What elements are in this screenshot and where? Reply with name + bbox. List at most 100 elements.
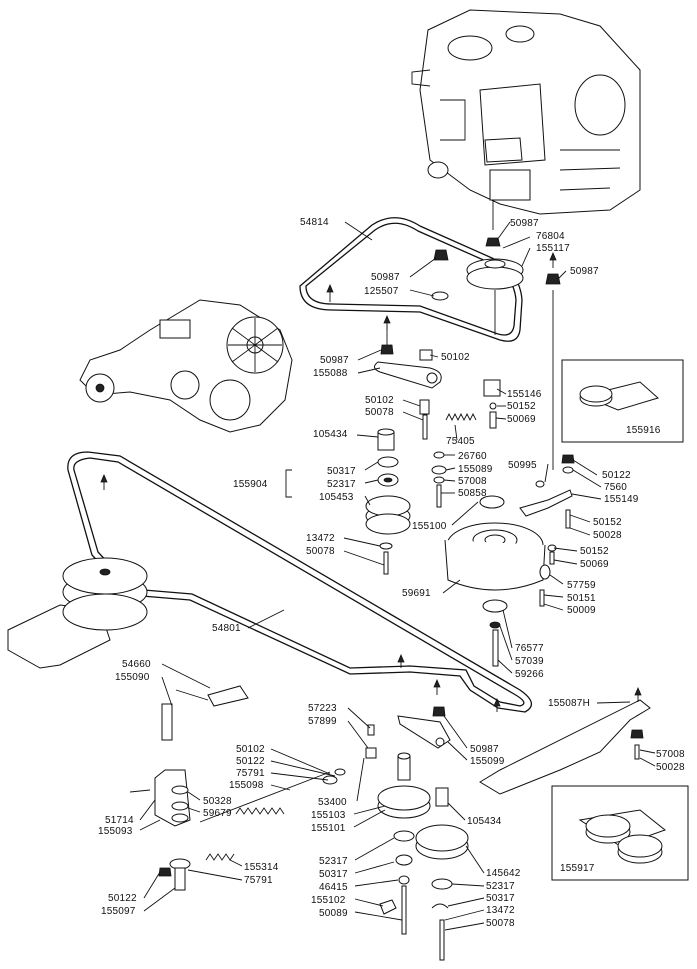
label-50089: 50089 bbox=[319, 908, 348, 919]
label-57899: 57899 bbox=[308, 716, 337, 727]
label-50151: 50151 bbox=[567, 593, 596, 604]
label-155097: 155097 bbox=[101, 906, 136, 917]
label-50078-b: 50078 bbox=[306, 546, 335, 557]
label-155149: 155149 bbox=[604, 494, 639, 505]
idler-arm-155088 bbox=[374, 325, 442, 389]
label-50122-b: 50122 bbox=[236, 756, 265, 767]
label-50987-e: 50987 bbox=[470, 744, 499, 755]
label-75791-a: 75791 bbox=[236, 768, 265, 779]
label-46415: 46415 bbox=[319, 882, 348, 893]
label-57008-b: 57008 bbox=[656, 749, 685, 760]
label-155093: 155093 bbox=[98, 826, 133, 837]
fastener-stack-center bbox=[431, 451, 447, 508]
label-50987-d: 50987 bbox=[320, 355, 349, 366]
label-155917: 155917 bbox=[560, 863, 595, 874]
belt-54801 bbox=[67, 451, 532, 713]
label-50317-c: 50317 bbox=[486, 893, 515, 904]
label-155103: 155103 bbox=[311, 810, 346, 821]
inset-box-155917 bbox=[551, 785, 689, 881]
engine-illustration bbox=[411, 9, 641, 230]
label-13472-b: 13472 bbox=[486, 905, 515, 916]
idler-bracket-155099 bbox=[397, 706, 451, 749]
label-50152-c: 50152 bbox=[580, 546, 609, 557]
label-50102-b: 50102 bbox=[365, 395, 394, 406]
lower-idler-pulleys bbox=[377, 752, 469, 961]
label-54660: 54660 bbox=[122, 659, 151, 670]
part-number-labels: 54814 50987 76804 155117 50987 50987 125… bbox=[98, 217, 685, 929]
label-51714: 51714 bbox=[105, 815, 134, 826]
label-57223: 57223 bbox=[308, 703, 337, 714]
label-50317-a: 50317 bbox=[327, 466, 356, 477]
label-13472-a: 13472 bbox=[306, 533, 335, 544]
label-155090: 155090 bbox=[115, 672, 150, 683]
label-155117: 155117 bbox=[536, 243, 570, 254]
label-50069-b: 50069 bbox=[580, 559, 609, 570]
spring-75405 bbox=[445, 412, 477, 422]
label-7560: 7560 bbox=[604, 482, 627, 493]
label-52317-c: 52317 bbox=[486, 881, 515, 892]
label-105434-b: 105434 bbox=[467, 816, 502, 827]
inset-box-155916 bbox=[561, 359, 684, 443]
label-52317-a: 52317 bbox=[327, 479, 356, 490]
label-50078-a: 50078 bbox=[365, 407, 394, 418]
label-57039: 57039 bbox=[515, 656, 544, 667]
label-155314: 155314 bbox=[244, 862, 279, 873]
label-59266: 59266 bbox=[515, 669, 544, 680]
label-50028-b: 50028 bbox=[656, 762, 685, 773]
label-50122-c: 50122 bbox=[108, 893, 137, 904]
label-57008-a: 57008 bbox=[458, 476, 487, 487]
deck-pulley-illustration bbox=[7, 557, 148, 669]
label-53400: 53400 bbox=[318, 797, 347, 808]
label-50102-c: 50102 bbox=[236, 744, 265, 755]
belt-54814 bbox=[299, 217, 523, 342]
label-155916: 155916 bbox=[626, 425, 661, 436]
bracket-155146 bbox=[483, 379, 501, 429]
label-54801: 54801 bbox=[212, 623, 241, 634]
label-155099: 155099 bbox=[470, 756, 505, 767]
label-50009: 50009 bbox=[567, 605, 596, 616]
label-125507: 125507 bbox=[364, 286, 399, 297]
label-155098: 155098 bbox=[229, 780, 264, 791]
clutch-bracket-155149 bbox=[519, 454, 575, 607]
label-50987-c: 50987 bbox=[570, 266, 599, 277]
label-52317-b: 52317 bbox=[319, 856, 348, 867]
label-155146: 155146 bbox=[507, 389, 542, 400]
label-50858: 50858 bbox=[458, 488, 487, 499]
label-50995: 50995 bbox=[508, 460, 537, 471]
transaxle-illustration bbox=[79, 299, 293, 433]
label-54814: 54814 bbox=[300, 217, 329, 228]
brake-linkage bbox=[129, 685, 377, 891]
label-50069-a: 50069 bbox=[507, 414, 536, 425]
leader-lines bbox=[139, 221, 656, 931]
label-57759: 57759 bbox=[567, 580, 596, 591]
engine-pulley-stack bbox=[431, 237, 561, 470]
label-50987-a: 50987 bbox=[510, 218, 539, 229]
label-155101: 155101 bbox=[311, 823, 346, 834]
label-26760: 26760 bbox=[458, 451, 487, 462]
label-50078-c: 50078 bbox=[486, 918, 515, 929]
label-75405: 75405 bbox=[446, 436, 475, 447]
label-76804: 76804 bbox=[536, 231, 565, 242]
label-145642: 145642 bbox=[486, 868, 521, 879]
label-155100: 155100 bbox=[412, 521, 447, 532]
label-155904: 155904 bbox=[233, 479, 268, 490]
label-50152-a: 50152 bbox=[507, 401, 536, 412]
label-50328: 50328 bbox=[203, 796, 232, 807]
label-50102-a: 50102 bbox=[441, 352, 470, 363]
label-155087H: 155087H bbox=[548, 698, 590, 709]
label-155089: 155089 bbox=[458, 464, 493, 475]
label-59691: 59691 bbox=[402, 588, 431, 599]
label-105434-a: 105434 bbox=[313, 429, 348, 440]
label-50987-b: 50987 bbox=[371, 272, 400, 283]
label-105453: 105453 bbox=[319, 492, 354, 503]
label-50122-a: 50122 bbox=[602, 470, 631, 481]
label-76577: 76577 bbox=[515, 643, 544, 654]
label-75791-b: 75791 bbox=[244, 875, 273, 886]
label-59679: 59679 bbox=[203, 808, 232, 819]
idler-stack-155904 bbox=[365, 399, 430, 575]
label-155088: 155088 bbox=[313, 368, 348, 379]
label-50028-a: 50028 bbox=[593, 530, 622, 541]
alignment-arrows bbox=[100, 251, 642, 712]
electric-clutch-59691 bbox=[444, 495, 546, 667]
